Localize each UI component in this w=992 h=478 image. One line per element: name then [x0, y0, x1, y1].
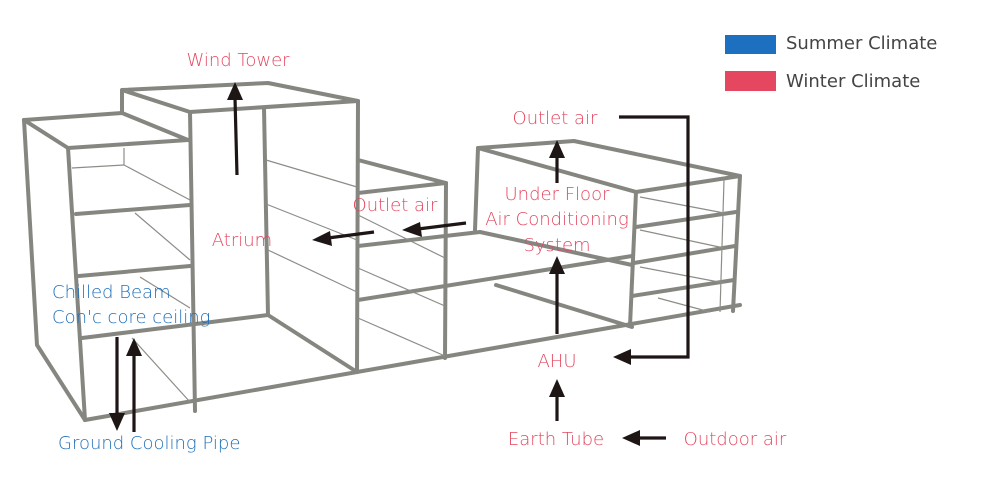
ground-cooling-up-arrow-icon: [126, 338, 142, 432]
middle-block: [355, 158, 742, 374]
wind-tower-arrow-icon: [227, 82, 243, 176]
legend-swatch-winter: [725, 71, 776, 91]
atrium-inflow-arrow-icon: [312, 230, 375, 246]
outlet-air-left-arrow-icon: [402, 221, 467, 237]
label-under-floor-line2: Air Conditioning: [485, 209, 629, 230]
label-wind-tower: Wind Tower: [186, 50, 290, 71]
left-block: [22, 111, 359, 422]
outlet-air-up-arrow-icon: [549, 140, 565, 183]
label-earth-tube: Earth Tube: [508, 429, 604, 450]
label-chilled-beam: Chilled Beam: [52, 282, 171, 303]
legend-label-winter: Winter Climate: [786, 71, 920, 92]
legend-swatch-summer: [725, 35, 776, 54]
return-air-loop-arrow-icon: [613, 115, 690, 365]
legend: Summer Climate Winter Climate: [725, 33, 937, 92]
earth-tube-to-ahu-arrow-icon: [549, 379, 565, 421]
ground-cooling-down-arrow-icon: [109, 337, 125, 431]
label-ground-cooling-pipe: Ground Cooling Pipe: [58, 433, 240, 454]
label-outlet-air-top: Outlet air: [513, 108, 599, 129]
diagram-labels: Wind Tower Atrium Outlet air Outlet air …: [52, 50, 787, 454]
wind-tower-block: [120, 81, 360, 413]
flow-arrows: [109, 82, 690, 446]
building-wireframe: [22, 81, 742, 422]
legend-item-winter: Winter Climate: [725, 71, 920, 92]
label-concrete-core-ceiling: Con'c core ceiling: [52, 307, 210, 328]
label-under-floor-line3: System: [523, 235, 590, 256]
legend-label-summer: Summer Climate: [786, 33, 937, 54]
label-outlet-air-left: Outlet air: [353, 195, 439, 216]
legend-item-summer: Summer Climate: [725, 33, 937, 54]
label-outdoor-air: Outdoor air: [684, 429, 787, 450]
label-under-floor-line1: Under Floor: [505, 184, 611, 205]
ahu-to-ufac-arrow-icon: [549, 256, 565, 334]
outdoor-air-arrow-icon: [622, 430, 666, 446]
label-ahu: AHU: [537, 351, 576, 372]
right-block: [473, 139, 742, 328]
label-atrium: Atrium: [212, 230, 272, 251]
